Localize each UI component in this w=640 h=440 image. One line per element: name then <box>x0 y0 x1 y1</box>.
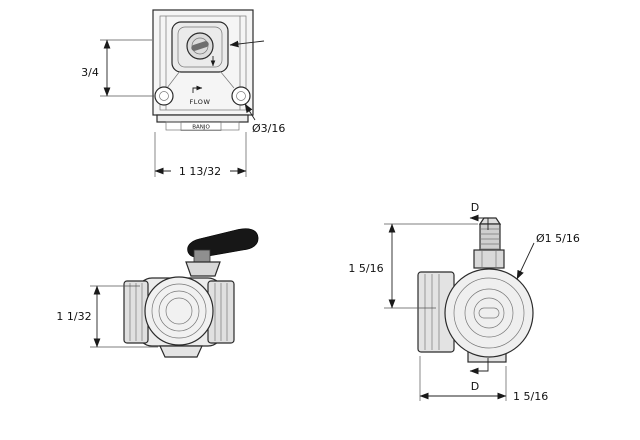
ball-port-slot <box>478 307 500 319</box>
brand-label: BANJO <box>192 125 210 131</box>
dia-leader <box>516 242 535 280</box>
stem-slot <box>191 41 209 51</box>
handle-stem <box>193 249 211 263</box>
mount-hole-left <box>154 86 174 106</box>
dim-3-4-label: 3/4 <box>81 66 99 79</box>
hole-callout-label: Ø3/16 <box>252 122 285 135</box>
stem <box>479 223 501 253</box>
front-base <box>159 345 203 358</box>
front-view: 1 1/32 <box>56 228 259 358</box>
dim-side-width-label: 1 5/16 <box>513 390 548 403</box>
stem-pointer-arrow <box>229 40 265 48</box>
section-arrow-bottom <box>469 358 489 375</box>
flow-label: FLOW <box>189 98 210 106</box>
top-view: FLOW BANJO 3/4 Ø3/16 1 13/32 <box>81 9 285 178</box>
hole-leader <box>244 103 256 121</box>
top-flange <box>156 114 249 123</box>
stem-tip <box>478 217 502 225</box>
packing-nut <box>185 261 221 277</box>
front-port-face <box>144 276 214 346</box>
mount-hole-right <box>231 86 251 106</box>
dim-1-1-32-label: 1 1/32 <box>56 310 91 323</box>
dia-callout-label: Ø1 5/16 <box>536 232 580 245</box>
section-label-bottom: D <box>471 380 479 393</box>
side-port-face <box>444 268 534 358</box>
dim-side-height-label: 1 5/16 <box>348 262 383 275</box>
dim-1-13-32-label: 1 13/32 <box>179 165 221 178</box>
section-arrow-top <box>469 214 489 230</box>
side-view: D D 1 5/16 Ø1 5/16 1 5/16 <box>348 201 579 403</box>
brand-plate <box>180 121 222 131</box>
body-inner-wall <box>159 15 247 111</box>
section-label-top: D <box>471 201 479 214</box>
flow-arrow <box>192 85 203 93</box>
packing-gland <box>473 249 505 269</box>
